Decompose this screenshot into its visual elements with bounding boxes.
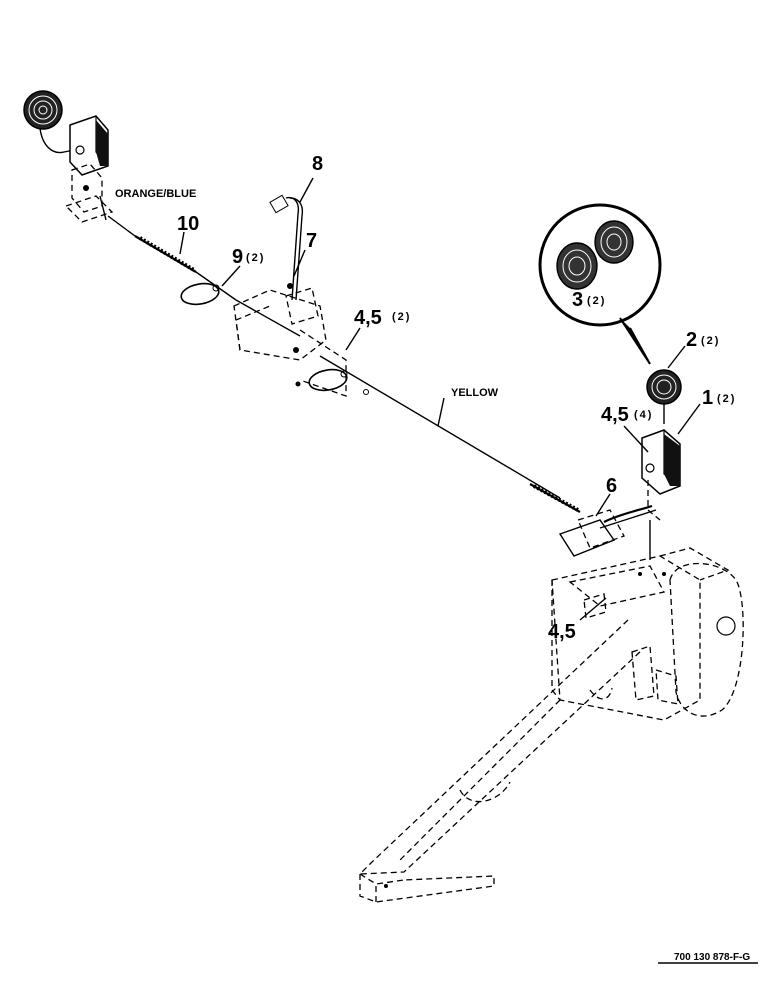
right-lamp-assembly	[641, 369, 682, 560]
wiring-harness-yellow	[235, 299, 581, 513]
connector-lead	[269, 194, 304, 301]
callout-7-number: 7	[306, 230, 317, 252]
callout-8-number: 8	[312, 153, 323, 175]
callout-1-qty: (2)	[717, 393, 736, 405]
right-connector-plate	[558, 504, 657, 557]
callout-4-5-right-qty: (4)	[634, 409, 653, 421]
callout-3-number: 3	[572, 289, 583, 311]
right-lamp-lens	[646, 369, 682, 405]
callout-9-qty: (2)	[246, 252, 265, 264]
callout-4-5-upper-number: 4,5	[354, 307, 382, 329]
left-lamp-assembly	[23, 90, 114, 223]
figure-number: 700 130 878-F-G	[674, 952, 750, 963]
right-lamp-housing	[641, 429, 681, 495]
leader-lines	[99, 177, 701, 621]
wiring-harness-left	[107, 215, 237, 306]
callout-3-qty: (2)	[587, 295, 606, 307]
figure-number-block: 700 130 878-F-G	[658, 952, 758, 964]
callout-10-number: 10	[177, 213, 199, 235]
callout-2-qty: (2)	[701, 335, 720, 347]
machine-frame	[358, 547, 744, 903]
wire-label-yellow: YELLOW	[451, 387, 499, 399]
callout-4-5-upper-qty: (2)	[392, 311, 411, 323]
lens-right	[594, 220, 634, 264]
callout-1-number: 1	[702, 387, 713, 409]
lens-left	[556, 242, 598, 290]
callout-2-number: 2	[686, 329, 697, 351]
callout-6-number: 6	[606, 475, 617, 497]
lens-detail-inset	[538, 203, 662, 365]
wire-label-orange-blue: ORANGE/BLUE	[115, 188, 196, 200]
callout-4-5-lower-number: 4,5	[548, 621, 576, 643]
left-lamp-housing	[69, 115, 109, 176]
callout-4-5-right-number: 4,5	[601, 404, 629, 426]
center-bracket	[233, 287, 347, 397]
callout-9-number: 9	[232, 246, 243, 268]
left-lamp-lens	[23, 90, 63, 130]
wire-labels: ORANGE/BLUE YELLOW	[115, 188, 499, 399]
callout-labels: 8 10 7 9 (2) 4,5 (2) 3 (2) 2 (2) 1 (2) 4…	[177, 153, 736, 643]
